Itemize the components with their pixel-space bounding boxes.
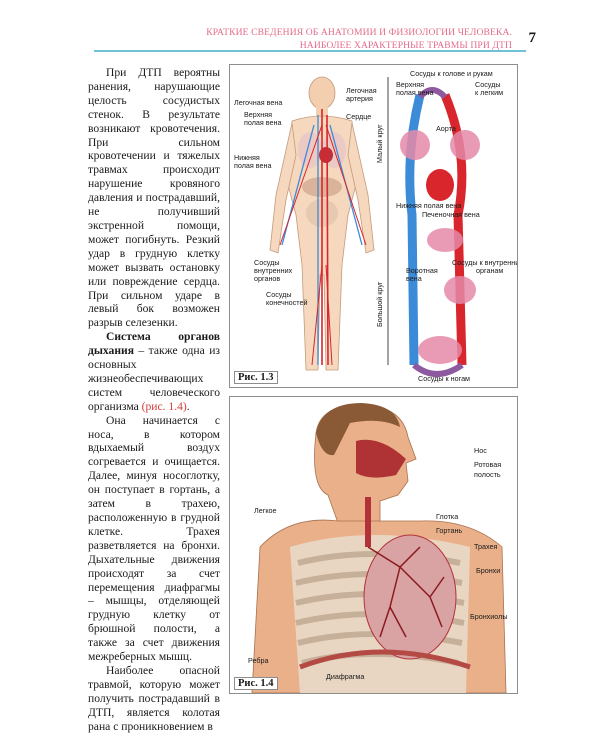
- paragraph-3: Она начинается с носа, в котором вдыхаем…: [88, 413, 220, 664]
- label-vessels-int-l2: внутренних: [254, 266, 293, 275]
- label-vessels-int-l1: Сосуды: [254, 258, 280, 267]
- label-heart: Сердце: [346, 112, 371, 121]
- label-big-circle: Большой круг: [375, 281, 384, 327]
- label-pulm-artery-2: артерия: [346, 94, 373, 103]
- paragraph-2-text: – также одна из основных жизнеобеспечива…: [88, 344, 220, 413]
- label-vessels-internal-1: Сосуды к внутренним: [452, 258, 517, 267]
- figure-circulatory-system: Сосуды к голове и рукам Верхняя полая ве…: [229, 64, 518, 388]
- label-hepatic-vein: Печеночная вена: [422, 210, 480, 219]
- label-diaphragm: Диафрагма: [326, 672, 364, 681]
- label-pharynx: Глотка: [436, 512, 458, 521]
- label-pulm-vein: Легочная вена: [234, 98, 282, 107]
- label-oral-1: Ротовая: [474, 460, 501, 469]
- label-inf-vena-cava-r: Нижняя полая вена: [396, 201, 461, 210]
- circulatory-illustration: Сосуды к голове и рукам Верхняя полая ве…: [234, 69, 517, 383]
- label-bronchi: Бронхи: [476, 566, 500, 575]
- body-text-column: При ДТП вероятны ранения, нарушающие цел…: [88, 66, 220, 734]
- label-vessels-lungs-1: Сосуды: [475, 80, 501, 89]
- figure-caption-1-3: Рис. 1.3: [234, 371, 278, 384]
- label-inf-vena-cava-l1: Нижняя: [234, 153, 260, 162]
- label-portal-vein-1: Воротная: [406, 266, 438, 275]
- label-vessels-lungs-2: к легким: [475, 88, 503, 97]
- paragraph-1: При ДТП вероятны ранения, нарушающие цел…: [88, 66, 220, 330]
- running-header: КРАТКИЕ СВЕДЕНИЯ ОБ АНАТОМИИ И ФИЗИОЛОГИ…: [0, 0, 600, 52]
- label-vessels-int-l3: органов: [254, 274, 280, 283]
- label-larynx: Гортань: [436, 526, 462, 535]
- header-rule: [94, 50, 526, 52]
- label-pulm-artery-1: Легочная: [346, 86, 377, 95]
- label-nose: Нос: [474, 446, 487, 455]
- label-inf-vena-cava-l2: полая вена: [234, 161, 272, 170]
- header-title-line2: НАИБОЛЕЕ ХАРАКТЕРНЫЕ ТРАВМЫ ПРИ ДТП: [299, 40, 512, 51]
- paragraph-2: Система органов дыхания – также одна из …: [88, 330, 220, 413]
- human-body-figure: [269, 76, 375, 371]
- respiratory-illustration: Нос Ротовая полость Легкое Глотка Гортан…: [248, 403, 508, 693]
- label-aorta: Аорта: [436, 124, 456, 133]
- header-title-line1: КРАТКИЕ СВЕДЕНИЯ ОБ АНАТОМИИ И ФИЗИОЛОГИ…: [206, 27, 512, 38]
- label-vessels-internal-2: органам: [476, 266, 503, 275]
- page-number: 7: [528, 30, 537, 46]
- label-sup-vena-cava-l2: полая вена: [244, 118, 282, 127]
- label-small-circle: Малый круг: [375, 124, 384, 163]
- figure-respiratory-system: Нос Ротовая полость Легкое Глотка Гортан…: [229, 396, 518, 694]
- figure-caption-1-4: Рис. 1.4: [234, 677, 278, 690]
- circulation-schematic: [387, 77, 480, 377]
- label-trachea: Трахея: [474, 542, 497, 551]
- label-vessels-limbs-1: Сосуды: [266, 290, 292, 299]
- label-lung: Легкое: [254, 506, 277, 515]
- label-sup-vena-cava-l1: Верхняя: [244, 110, 272, 119]
- label-oral-2: полость: [474, 470, 501, 479]
- label-vessels-limbs-2: конечностей: [266, 298, 307, 307]
- label-vessels-legs: Сосуды к ногам: [418, 374, 470, 383]
- label-sup-vena-cava-r2: полая вена: [396, 88, 434, 97]
- label-ribs: Ребра: [248, 656, 269, 665]
- label-portal-vein-2: вена: [406, 274, 422, 283]
- paragraph-2-end: .: [186, 399, 190, 413]
- label-sup-vena-cava-r1: Верхняя: [396, 80, 424, 89]
- label-bronchioles: Бронхиолы: [470, 612, 508, 621]
- paragraph-4: Наиболее опасной травмой, которую может …: [88, 663, 220, 733]
- label-vessels-head: Сосуды к голове и рукам: [410, 69, 493, 78]
- figure-reference-link[interactable]: (рис. 1.4): [141, 399, 187, 413]
- header-title: КРАТКИЕ СВЕДЕНИЯ ОБ АНАТОМИИ И ФИЗИОЛОГИ…: [182, 26, 512, 52]
- torso-figure: [251, 403, 507, 693]
- term-respiratory-system: Система органов дыхания: [88, 330, 220, 358]
